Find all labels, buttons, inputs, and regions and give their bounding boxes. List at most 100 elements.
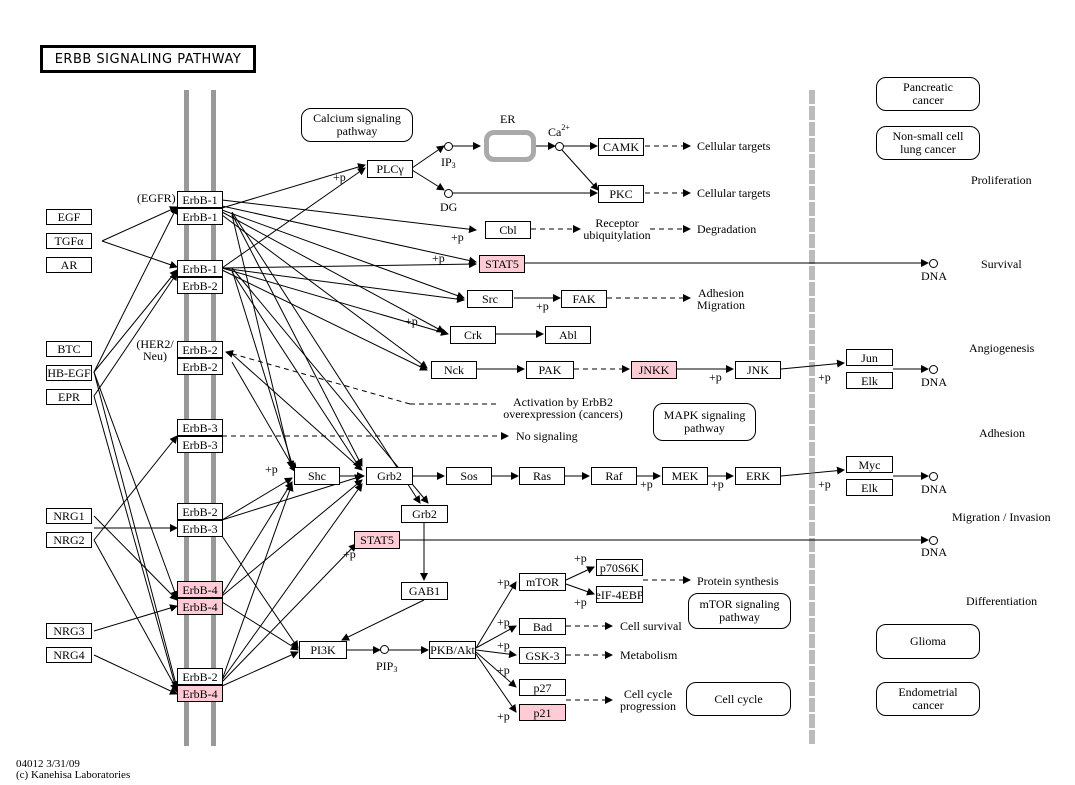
node-stat5-mid[interactable]: STAT5 — [354, 531, 400, 549]
receptor-erbb4-a[interactable]: ErbB-4 — [177, 581, 223, 598]
node-pkc[interactable]: PKC — [598, 185, 644, 203]
pathway-link-pancreatic-cancer[interactable]: Pancreatic cancer — [876, 77, 980, 111]
node-grb2[interactable]: Grb2 — [366, 467, 413, 485]
node-p21[interactable]: p21 — [519, 704, 566, 721]
phospho-label: +p — [574, 595, 587, 609]
adhesion-migration-label: Adhesion Migration — [697, 286, 745, 312]
dna-label: DNA — [921, 545, 947, 559]
pathway-link-nsclc[interactable]: Non-small cell lung cancer — [876, 126, 980, 160]
receptor-erbb2-c[interactable]: ErbB-2 — [177, 277, 223, 294]
node-nrg4[interactable]: NRG4 — [46, 647, 92, 663]
cell-cycle-progression-label: Cell cycle progression — [620, 687, 676, 713]
phospho-label: +p — [497, 709, 510, 723]
er-compartment — [484, 130, 536, 162]
cellular-targets-label-1: Cellular targets — [697, 139, 771, 153]
node-src[interactable]: Src — [467, 290, 513, 308]
node-elk-bottom[interactable]: Elk — [846, 479, 893, 496]
node-nrg3[interactable]: NRG3 — [46, 623, 92, 639]
node-pak[interactable]: PAK — [526, 361, 574, 379]
cell-survival-label: Cell survival — [620, 619, 682, 633]
receptor-erbb3-b[interactable]: ErbB-3 — [177, 436, 223, 453]
node-gab1[interactable]: GAB1 — [401, 582, 448, 600]
pip3-compound[interactable] — [380, 645, 389, 654]
receptor-erbb2-d[interactable]: ErbB-2 — [177, 341, 223, 358]
outcome-proliferation: Proliferation — [971, 173, 1032, 187]
node-jnkk[interactable]: JNKK — [631, 361, 677, 379]
phospho-label: +p — [451, 230, 464, 244]
receptor-erbb1-b[interactable]: ErbB-1 — [177, 208, 223, 225]
node-bad[interactable]: Bad — [519, 618, 566, 635]
node-crk[interactable]: Crk — [450, 326, 496, 344]
node-raf[interactable]: Raf — [591, 467, 637, 485]
node-nrg2[interactable]: NRG2 — [46, 532, 92, 548]
receptor-erbb2-f[interactable]: ErbB-2 — [177, 503, 223, 520]
ca-compound[interactable] — [555, 142, 564, 151]
pathway-link-mtor[interactable]: mTOR signaling pathway — [688, 593, 791, 629]
pathway-link-mapk[interactable]: MAPK signaling pathway — [653, 403, 756, 441]
ip3-compound[interactable] — [444, 142, 453, 151]
receptor-erbb2-g[interactable]: ErbB-2 — [177, 668, 223, 685]
node-sos[interactable]: Sos — [446, 467, 492, 485]
node-grb2-lower[interactable]: Grb2 — [401, 505, 448, 523]
er-label: ER — [500, 112, 516, 126]
outcome-angiogenesis: Angiogenesis — [969, 341, 1035, 355]
node-epr[interactable]: EPR — [46, 389, 92, 405]
pathway-link-endometrial-cancer[interactable]: Endometrial cancer — [876, 682, 980, 716]
node-pkb-akt[interactable]: PKB/Akt — [429, 641, 476, 659]
dna-compound[interactable] — [929, 365, 938, 374]
outcome-adhesion: Adhesion — [979, 426, 1025, 440]
dna-compound[interactable] — [929, 259, 938, 268]
node-p70s6k[interactable]: p70S6K — [596, 559, 643, 576]
node-elk-top[interactable]: Elk — [846, 372, 893, 389]
node-eif4ebp[interactable]: eIF-4EBP — [595, 586, 644, 603]
node-egf[interactable]: EGF — [46, 209, 92, 225]
receptor-erbb3-a[interactable]: ErbB-3 — [177, 419, 223, 436]
phospho-label: +p — [497, 615, 510, 629]
phospho-label: +p — [265, 462, 278, 476]
node-mtor[interactable]: mTOR — [519, 573, 566, 591]
node-erk[interactable]: ERK — [735, 467, 781, 485]
node-cbl[interactable]: Cbl — [485, 221, 531, 239]
pathway-link-calcium[interactable]: Calcium signaling pathway — [301, 108, 413, 142]
node-jnk[interactable]: JNK — [735, 361, 781, 379]
outcome-survival: Survival — [981, 257, 1022, 271]
receptor-erbb3-c[interactable]: ErbB-3 — [177, 520, 223, 537]
phospho-label: +p — [536, 299, 549, 313]
dna-compound[interactable] — [929, 536, 938, 545]
phospho-label: +p — [818, 370, 831, 384]
receptor-erbb4-c[interactable]: ErbB-4 — [177, 685, 223, 702]
node-hbegf[interactable]: HB-EGF — [46, 365, 92, 381]
receptor-erbb1-c[interactable]: ErbB-1 — [177, 260, 223, 277]
pathway-link-cell-cycle[interactable]: Cell cycle — [686, 682, 791, 716]
node-ras[interactable]: Ras — [519, 467, 565, 485]
node-shc[interactable]: Shc — [294, 467, 340, 485]
phospho-label: +p — [405, 314, 418, 328]
node-plcg[interactable]: PLCγ — [367, 160, 413, 178]
node-tgfa[interactable]: TGFα — [46, 233, 92, 249]
node-fak[interactable]: FAK — [561, 290, 607, 308]
node-jun[interactable]: Jun — [846, 349, 893, 366]
node-btc[interactable]: BTC — [46, 341, 92, 357]
node-ar[interactable]: AR — [46, 257, 92, 273]
node-p27[interactable]: p27 — [519, 679, 566, 696]
node-abl[interactable]: Abl — [545, 326, 591, 344]
node-myc[interactable]: Myc — [846, 456, 893, 473]
node-gsk3[interactable]: GSK-3 — [519, 647, 566, 664]
node-camk[interactable]: CAMK — [598, 138, 644, 156]
dna-compound[interactable] — [929, 472, 938, 481]
node-nrg1[interactable]: NRG1 — [46, 508, 92, 524]
her2-label: (HER2/ Neu) — [136, 337, 174, 363]
receptor-erbb4-b[interactable]: ErbB-4 — [177, 598, 223, 615]
node-mek[interactable]: MEK — [662, 467, 708, 485]
receptor-ubiquitylation-label: Receptor ubiquitylation — [583, 216, 651, 242]
footer-copyright: (c) Kanehisa Laboratories — [16, 769, 131, 781]
node-stat5-top[interactable]: STAT5 — [479, 255, 525, 273]
node-nck[interactable]: Nck — [431, 361, 477, 379]
receptor-erbb1-a[interactable]: ErbB-1 — [177, 191, 223, 208]
dg-compound[interactable] — [444, 189, 453, 198]
pathway-link-glioma[interactable]: Glioma — [876, 624, 980, 659]
phospho-label: +p — [333, 170, 346, 184]
node-pi3k[interactable]: PI3K — [299, 641, 347, 659]
receptor-erbb2-e[interactable]: ErbB-2 — [177, 358, 223, 375]
